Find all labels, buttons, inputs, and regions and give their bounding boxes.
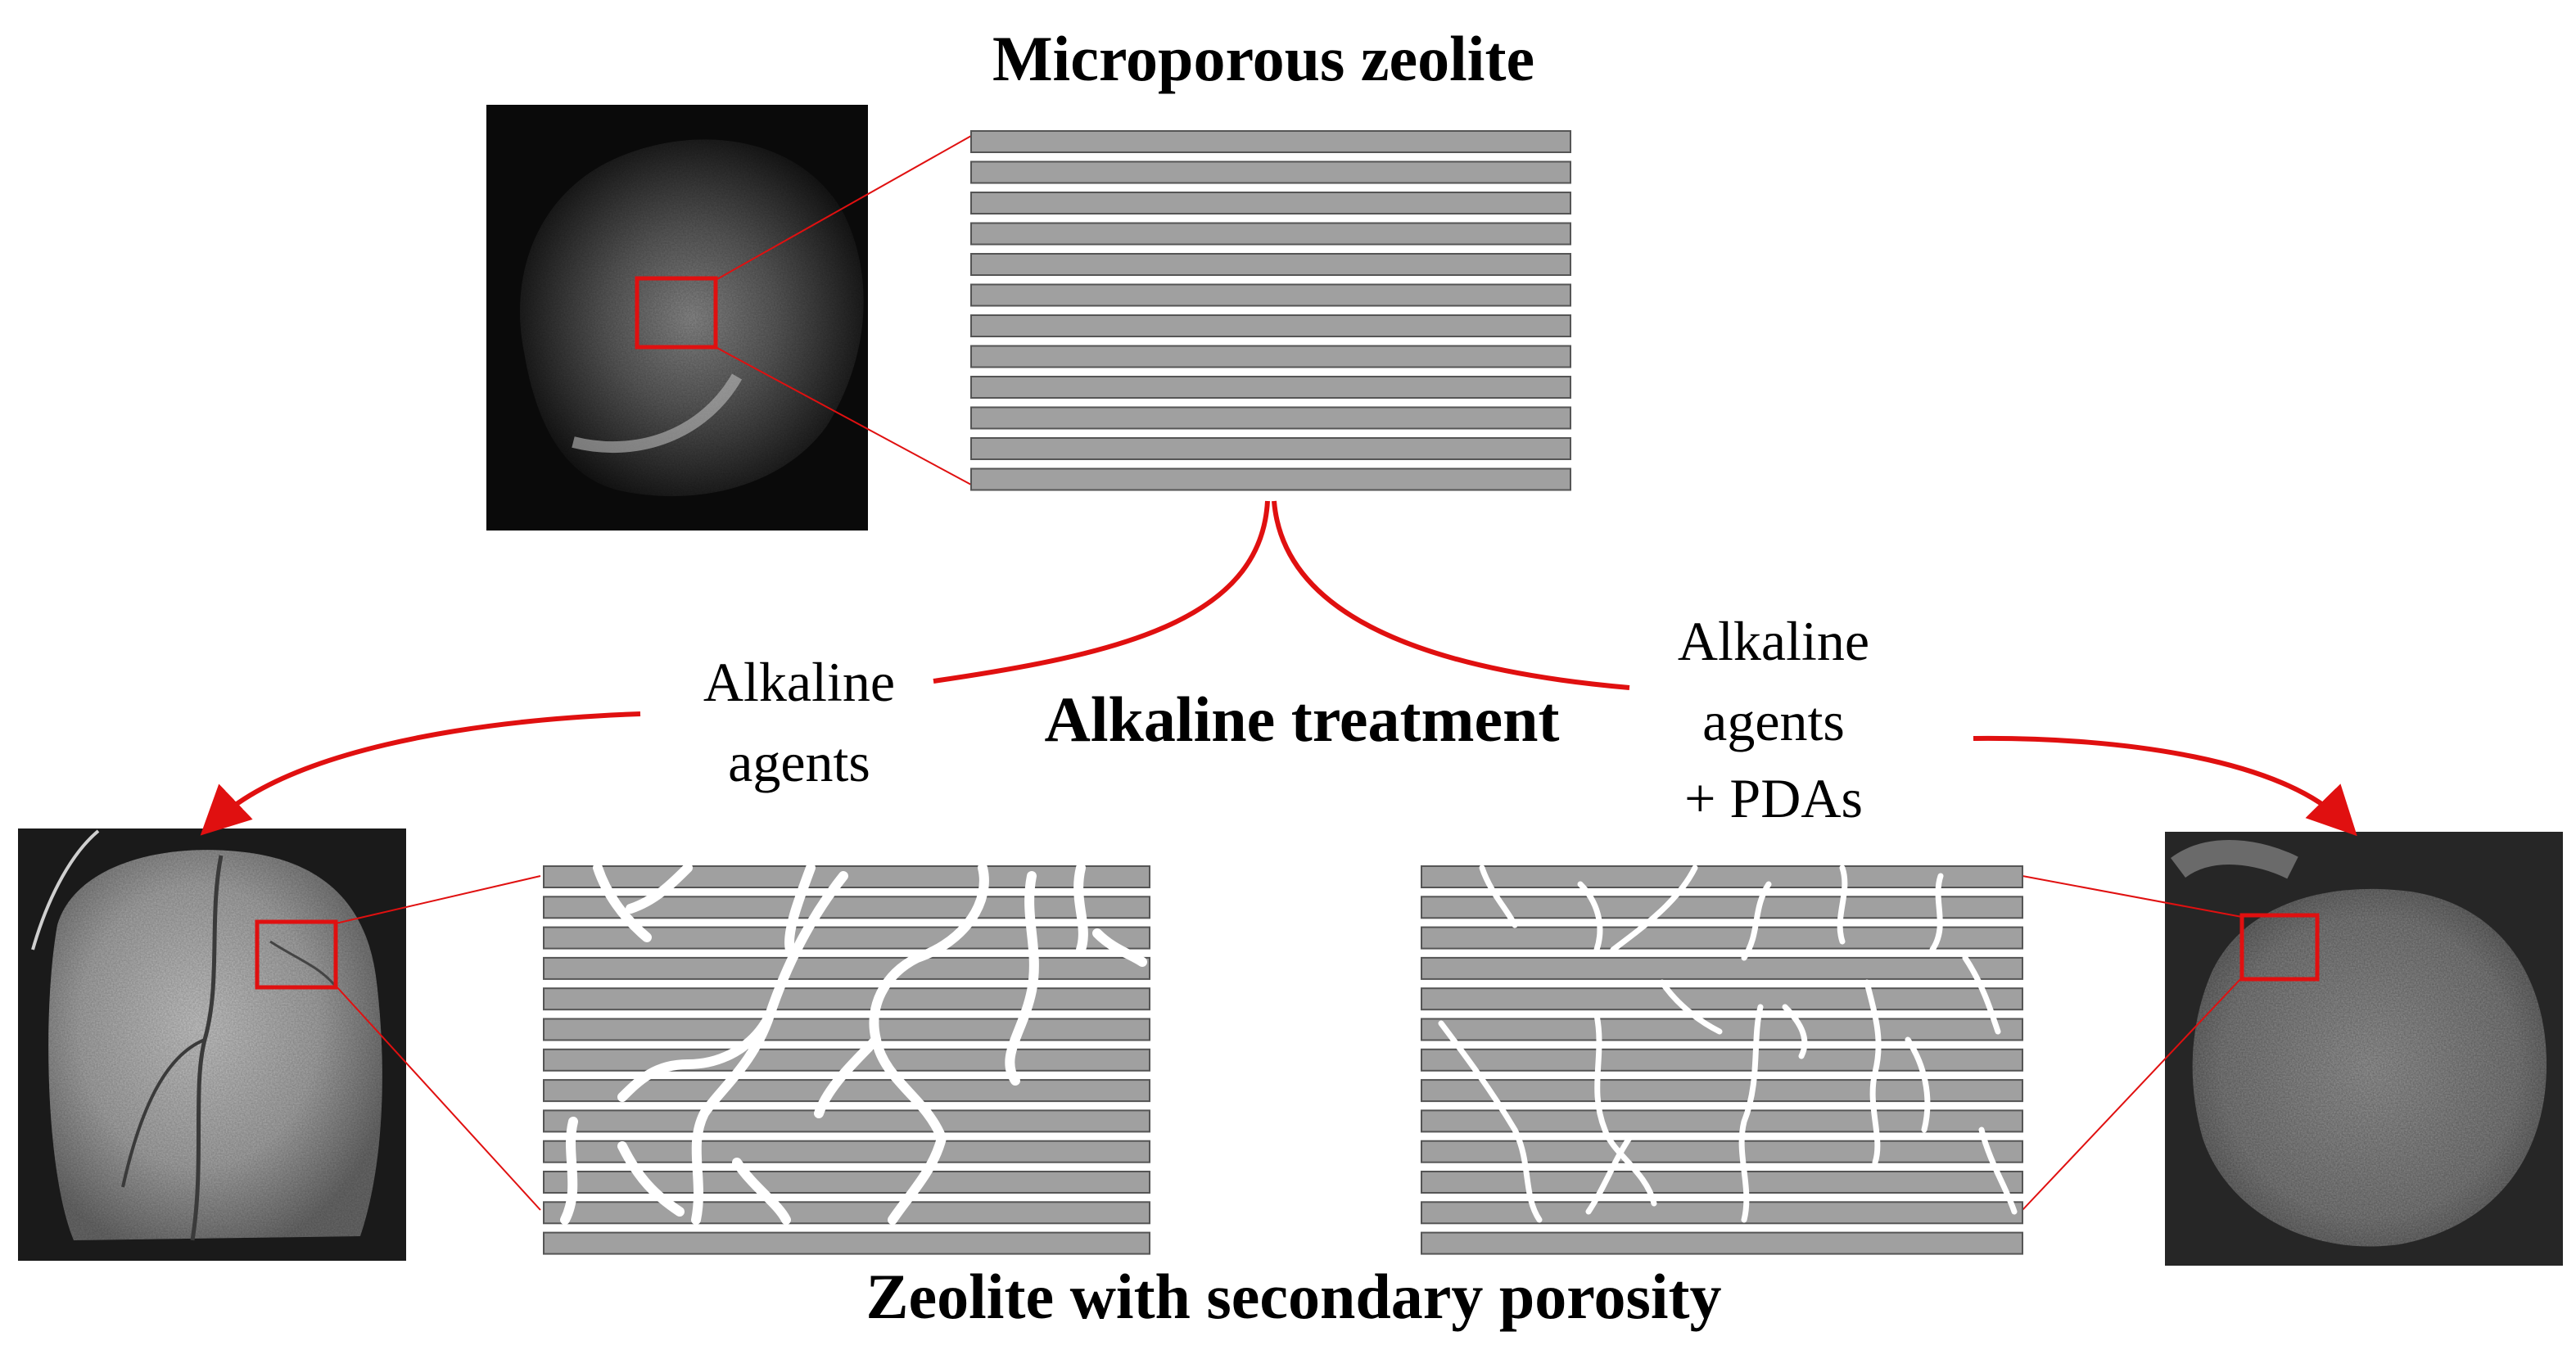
mesopore-crack <box>1782 1004 1808 1059</box>
mesopore-crack <box>888 1133 947 1225</box>
left-micrograph <box>18 828 406 1261</box>
channel-layer <box>970 437 1571 460</box>
right-micrograph <box>2165 832 2563 1266</box>
zoom-box-left <box>255 919 338 990</box>
channel-layer <box>970 253 1571 276</box>
mesopore-crack <box>1610 865 1698 953</box>
mesopore-crack <box>1659 979 1723 1035</box>
channel-layer <box>970 283 1571 307</box>
title-microporous-zeolite: Microporous zeolite <box>992 23 1534 94</box>
channel-layer <box>1421 1018 2023 1041</box>
mesopore-crack <box>1073 863 1088 955</box>
mesopore-crack <box>617 1141 685 1217</box>
channel-layer <box>970 314 1571 337</box>
mesopore-crack <box>1738 1004 1764 1223</box>
mesopore-crack <box>1438 1020 1543 1223</box>
channel-layer <box>970 467 1571 491</box>
mesopore-crack <box>784 863 816 955</box>
mesopore-crack <box>691 871 848 1225</box>
mesopore-crack <box>1585 1135 1633 1215</box>
zoom-box-top <box>635 276 718 350</box>
channel-layer <box>1421 1171 2023 1194</box>
channel-layer <box>970 406 1571 430</box>
channel-layer <box>543 956 1150 980</box>
zoom-box-right <box>2239 913 2320 982</box>
channel-layer <box>543 1109 1150 1133</box>
mesopore-crack <box>593 863 652 942</box>
mesopore-crack <box>1479 865 1518 928</box>
treatment-curve-right <box>1272 500 1630 690</box>
channel-layer <box>543 987 1150 1011</box>
channel-layer <box>543 1079 1150 1103</box>
channel-layer <box>1421 1079 2023 1103</box>
mesopore-crack <box>869 863 989 1143</box>
arrow-left <box>200 711 641 836</box>
label-right-line2: agents <box>1702 690 1845 752</box>
mesopore-crack <box>1092 928 1147 967</box>
mesopore-crack <box>1741 881 1772 961</box>
mesopore-crack <box>560 1117 578 1225</box>
channel-layer <box>1421 956 2023 980</box>
mesopore-crack <box>1978 1126 2018 1215</box>
mesopore-crack <box>617 1010 775 1102</box>
mesopore-crack <box>1005 871 1039 1086</box>
channel-layer <box>970 345 1571 368</box>
treatment-curve-left <box>933 500 1270 684</box>
channel-layer <box>1421 1048 2023 1072</box>
channel-layer <box>970 192 1571 214</box>
label-left-line1: Alkaline <box>703 651 895 713</box>
mesopore-crack <box>1577 881 1603 953</box>
channel-layer <box>543 1018 1150 1041</box>
micropore-channel-stack <box>970 130 1571 491</box>
mesopore-stack-alkaline <box>543 863 1150 1255</box>
mesopore-crack <box>1929 873 1944 953</box>
channel-layer <box>543 1140 1150 1163</box>
label-right-line3: + PDAs <box>1684 767 1863 829</box>
channel-layer <box>970 222 1571 246</box>
channel-layer <box>543 1231 1150 1255</box>
channel-layer <box>970 160 1571 184</box>
mesopore-crack <box>1593 1012 1657 1207</box>
mesopore-crack <box>1864 979 1882 1166</box>
channel-layer <box>1421 1231 2023 1255</box>
channel-layer <box>1421 926 2023 950</box>
channel-layer <box>1421 1140 2023 1163</box>
channel-layer <box>970 130 1571 153</box>
mesopore-crack <box>626 863 693 914</box>
label-right-line1: Alkaline <box>1678 610 1869 672</box>
mesopore-crack <box>1962 955 2001 1035</box>
channel-layer <box>1421 1201 2023 1225</box>
mesopore-crack <box>814 1035 881 1118</box>
title-alkaline-treatment: Alkaline treatment <box>1045 684 1560 755</box>
channel-layer <box>970 376 1571 399</box>
channel-layer <box>1421 896 2023 919</box>
mesopore-crack <box>1837 865 1848 945</box>
channel-layer <box>543 1201 1150 1225</box>
title-secondary-porosity: Zeolite with secondary porosity <box>865 1261 1721 1332</box>
top-micrograph <box>486 105 868 531</box>
mesopore-crack <box>732 1158 791 1225</box>
mesopore-stack-alkaline-pda <box>1421 865 2023 1255</box>
mesopore-crack <box>1905 1036 1931 1133</box>
channel-layer <box>1421 987 2023 1011</box>
label-left-line2: agents <box>728 731 870 793</box>
arrow-right <box>1973 735 2357 837</box>
channel-layer <box>1421 865 2023 888</box>
